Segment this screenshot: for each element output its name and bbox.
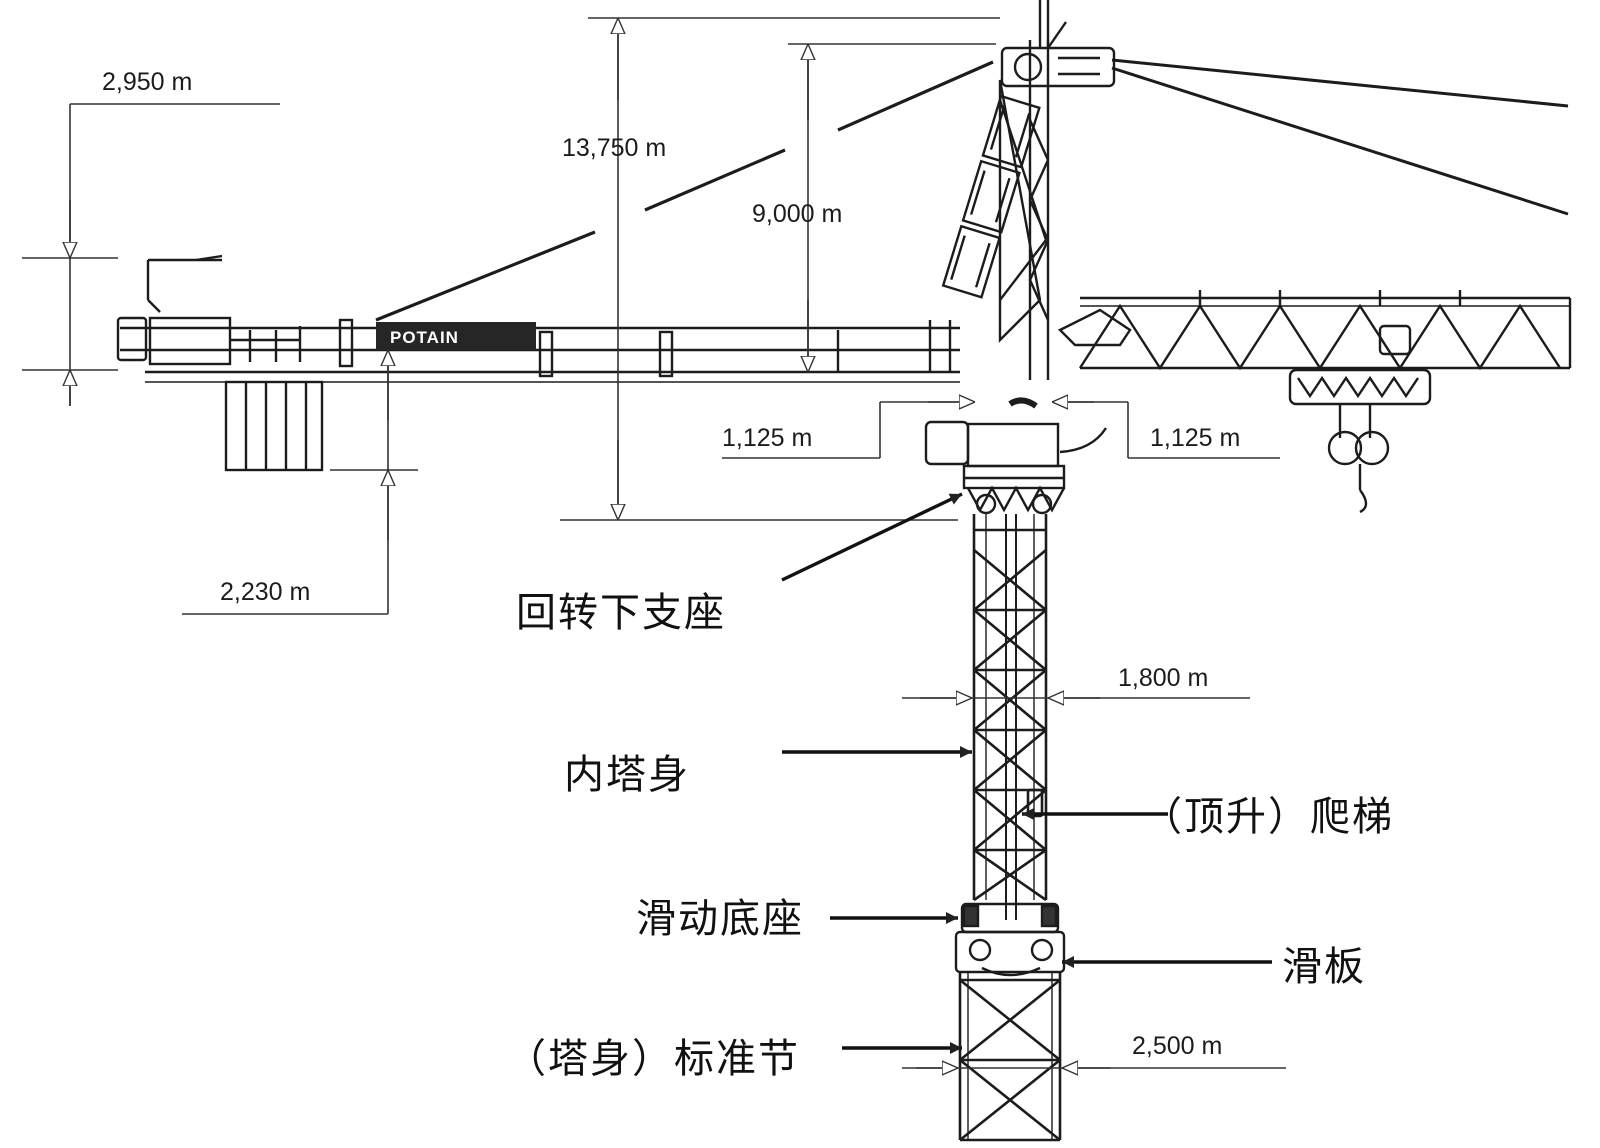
dim-2950: 2,950 m [102,68,192,96]
dim-1125-left: 1,125 m [722,424,812,452]
dim-1800: 1,800 m [1118,664,1208,692]
brand-text: POTAIN [390,328,459,347]
label-lower-slewing-support: 回转下支座 [516,590,726,636]
dim-9000: 9,000 m [752,200,842,228]
dim-13750: 13,750 m [562,134,666,162]
slewing-unit [924,397,1108,515]
label-standard-section: （塔身）标准节 [506,1036,800,1082]
counter-jib-winch [146,254,223,313]
ballast-blocks [224,380,324,472]
cabin-frame [941,0,1116,380]
brand-band [376,322,536,350]
dim-1125-right: 1,125 m [1150,424,1240,452]
counter-jib [116,316,960,383]
leader-arrows [781,492,1272,1054]
sliding-base [954,902,1066,977]
label-slide-plate: 滑板 [1282,944,1366,990]
main-jib-ties [1111,58,1569,216]
label-inner-tower: 内塔身 [564,752,690,798]
label-sliding-base: 滑动底座 [636,896,804,942]
dim-2230: 2,230 m [220,578,310,606]
main-jib [1057,290,1572,371]
dim-2500: 2,500 m [1132,1032,1222,1060]
standard-section [958,972,1062,1142]
label-climbing-ladder: （顶升）爬梯 [1142,794,1394,840]
dimension-lines [22,17,1286,1068]
counter-jib-tie [375,60,994,322]
inner-tower [972,514,1048,920]
trolley-hook [1288,324,1432,514]
